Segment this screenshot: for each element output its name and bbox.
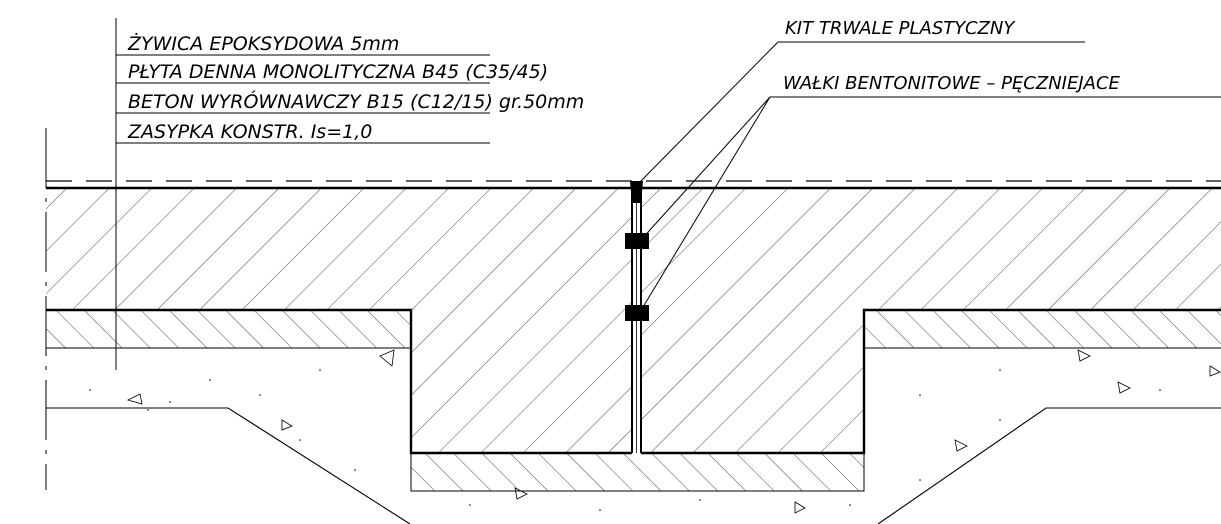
callout-sealant: KIT TRWALE PLASTYCZNY: [785, 18, 1016, 39]
sealant-leader: [635, 41, 1085, 187]
layer-label-backfill: ZASYPKA KONSTR. Is=1,0: [127, 121, 372, 143]
backfill-aggregate: [126, 349, 1221, 514]
slab-right-half: [641, 188, 1221, 453]
layer-legend: ŻYWICA EPOKSYDOWA 5mm PŁYTA DENNA MONOLI…: [115, 18, 584, 370]
blinding-right: [864, 310, 1221, 348]
layer-label-blinding: BETON WYRÓWNAWCZY B15 (C12/15) gr.50mm: [128, 89, 584, 113]
blinding-concrete: [46, 310, 1221, 492]
callout-bentonite: WAŁKI BENTONITOWE – PĘCZNIEJACE: [783, 73, 1121, 94]
blinding-bottom: [411, 453, 864, 491]
slab-left-half: [46, 188, 632, 453]
excavation-line-right: [877, 407, 1221, 524]
layer-label-epoxy: ŻYWICA EPOKSYDOWA 5mm: [127, 32, 399, 55]
backfill-dots: [89, 369, 1161, 511]
leader-lines: [635, 41, 1221, 313]
bentonite-strip-lower: [625, 305, 649, 321]
bentonite-leader-bottom: [639, 96, 771, 313]
excavation-line: [46, 407, 411, 524]
layer-label-slab: PŁYTA DENNA MONOLITYCZNA B45 (C35/45): [128, 61, 548, 83]
sealant-plug: [630, 181, 643, 203]
blinding-left: [46, 310, 411, 348]
